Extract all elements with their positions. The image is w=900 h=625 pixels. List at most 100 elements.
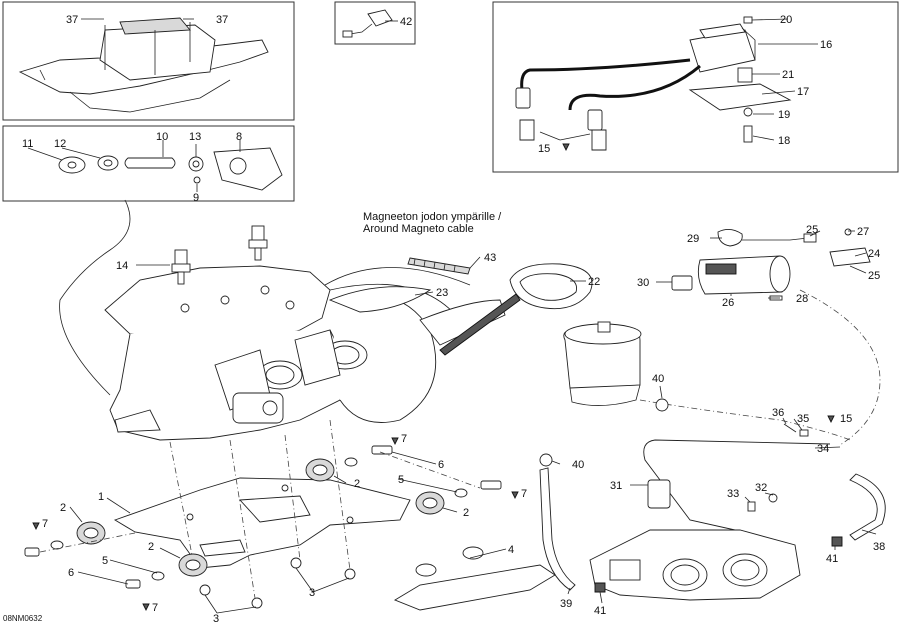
label-28: 28	[796, 293, 808, 305]
label-37b: 37	[216, 14, 228, 26]
label-7-b: 7	[521, 488, 527, 500]
label-34: 34	[817, 443, 829, 455]
drawing-code: 08NM0632	[3, 614, 43, 623]
part-labels: 37 37 42 20 16 21 17 19 18 15 11 12 10 1…	[22, 14, 885, 625]
label-25b: 25	[868, 270, 880, 282]
clamp-41-right	[831, 536, 843, 547]
inset-box-chassis	[2, 1, 295, 121]
label-26: 26	[722, 297, 734, 309]
guide-curve	[59, 199, 131, 396]
label-21: 21	[782, 69, 794, 81]
chassis-frame	[18, 17, 269, 113]
starter-handle-22	[439, 263, 593, 356]
label-24: 24	[868, 248, 880, 260]
label-23: 23	[436, 287, 448, 299]
label-29: 29	[687, 233, 699, 245]
inset-box-carb-parts	[2, 125, 295, 202]
label-3-b: 3	[213, 613, 219, 625]
label-6-b: 6	[68, 567, 74, 579]
sleeve-43	[407, 257, 471, 275]
label-4: 4	[508, 544, 514, 556]
label-5-b: 5	[102, 555, 108, 567]
alignment-lines	[39, 419, 481, 599]
label-13: 13	[189, 131, 201, 143]
label-32: 32	[755, 482, 767, 494]
label-41-right: 41	[826, 553, 838, 565]
label-19: 19	[778, 109, 790, 121]
label-3-a: 3	[309, 587, 315, 599]
label-38: 38	[873, 541, 885, 553]
label-39: 39	[560, 598, 572, 610]
label-2-b: 2	[354, 478, 360, 490]
label-20: 20	[780, 14, 792, 26]
ignition-coil-group	[515, 16, 792, 151]
caption-line-2: Around Magneto cable	[363, 223, 474, 235]
label-25a: 25	[806, 224, 818, 236]
engine-assembly	[104, 265, 506, 441]
part-36	[783, 423, 797, 433]
label-31: 31	[610, 480, 622, 492]
label-40-upper: 40	[652, 373, 664, 385]
label-35: 35	[797, 413, 809, 425]
nuts-3	[199, 557, 356, 609]
label-40-lower: 40	[572, 459, 584, 471]
label-22: 22	[588, 276, 600, 288]
label-41-left: 41	[594, 605, 606, 617]
throttle-cable-dashed	[799, 289, 881, 446]
label-18: 18	[778, 135, 790, 147]
cable-dashed	[639, 399, 851, 441]
inset-box-ignition-coil	[492, 1, 899, 173]
label-17: 17	[797, 86, 809, 98]
label-9: 9	[193, 192, 199, 204]
clamp-40-upper	[655, 398, 669, 412]
oil-reservoir	[563, 321, 642, 406]
label-10: 10	[156, 131, 168, 143]
fuel-hose-39	[539, 467, 576, 591]
label-7-c: 7	[42, 518, 48, 530]
cover-23	[328, 286, 432, 313]
label-30: 30	[637, 277, 649, 289]
fuel-hose-38	[849, 473, 886, 541]
label-5-a: 5	[398, 474, 404, 486]
label-37a: 37	[66, 14, 78, 26]
label-42: 42	[400, 16, 412, 28]
label-2-a: 2	[60, 502, 66, 514]
clamp-40-lower	[539, 453, 553, 467]
label-1: 1	[98, 491, 104, 503]
label-16: 16	[820, 39, 832, 51]
label-8: 8	[236, 131, 242, 143]
part-33	[747, 501, 756, 512]
part-35	[799, 429, 809, 437]
part-32	[768, 493, 778, 503]
rubber-mounts-2	[76, 458, 445, 577]
washers-bolts	[24, 445, 502, 589]
torque-marks	[32, 143, 835, 612]
clamp-41-left	[594, 582, 606, 593]
label-12: 12	[54, 138, 66, 150]
label-2-d: 2	[148, 541, 154, 553]
label-36: 36	[772, 407, 784, 419]
label-15-right: 15	[840, 413, 852, 425]
label-14: 14	[116, 260, 128, 272]
label-15-top: 15	[538, 143, 550, 155]
carb-parts-group	[58, 147, 283, 191]
connector-42	[342, 9, 393, 38]
engine-mount-1	[113, 477, 411, 569]
label-7-d: 7	[152, 602, 158, 614]
label-7-a: 7	[401, 433, 407, 445]
carburetors	[589, 529, 801, 601]
label-33: 33	[727, 488, 739, 500]
label-11: 11	[22, 138, 33, 150]
handlebar-control-26	[671, 228, 871, 301]
cable-adjuster	[647, 479, 671, 509]
caption-line-1: Magneeton jodon ympärille /	[363, 211, 502, 223]
leader-lines	[27, 18, 877, 614]
label-2-c: 2	[463, 507, 469, 519]
spark-plugs-14	[171, 225, 268, 285]
inset-box-connector	[334, 1, 416, 45]
label-6-a: 6	[438, 459, 444, 471]
label-27: 27	[857, 226, 869, 238]
throttle-cable-31	[643, 439, 831, 531]
